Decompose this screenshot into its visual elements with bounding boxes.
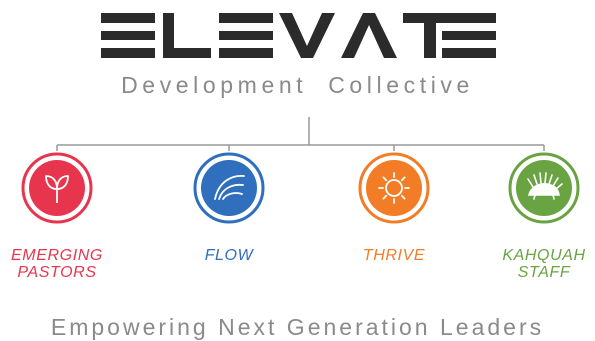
node-emerging-pastors (20, 151, 94, 225)
label-line1: THRIVE (362, 247, 426, 264)
wind-flow-icon (214, 175, 245, 200)
subtitle: Development Collective (121, 72, 474, 98)
porcupine-icon (527, 172, 563, 200)
tagline: Empowering Next Generation Leaders (50, 314, 545, 340)
label-line1: KAHQUAH (502, 247, 586, 264)
elevate-wordmark (100, 13, 496, 58)
label-emerging-pastors: EMERGING PASTORS (0, 247, 127, 281)
label-flow: FLOW (159, 247, 299, 264)
label-kahquah-staff: KAHQUAH STAFF (474, 247, 595, 281)
node-thrive (357, 151, 431, 225)
elevate-logo (0, 0, 595, 70)
sun-icon (378, 172, 410, 204)
sprout-icon (45, 175, 69, 203)
node-flow (192, 151, 266, 225)
label-line2: PASTORS (17, 264, 97, 281)
label-line1: EMERGING (11, 247, 103, 264)
node-kahquah-staff (507, 151, 581, 225)
label-line1: FLOW (204, 247, 254, 264)
label-thrive: THRIVE (324, 247, 464, 264)
label-line2: STAFF (517, 264, 571, 281)
